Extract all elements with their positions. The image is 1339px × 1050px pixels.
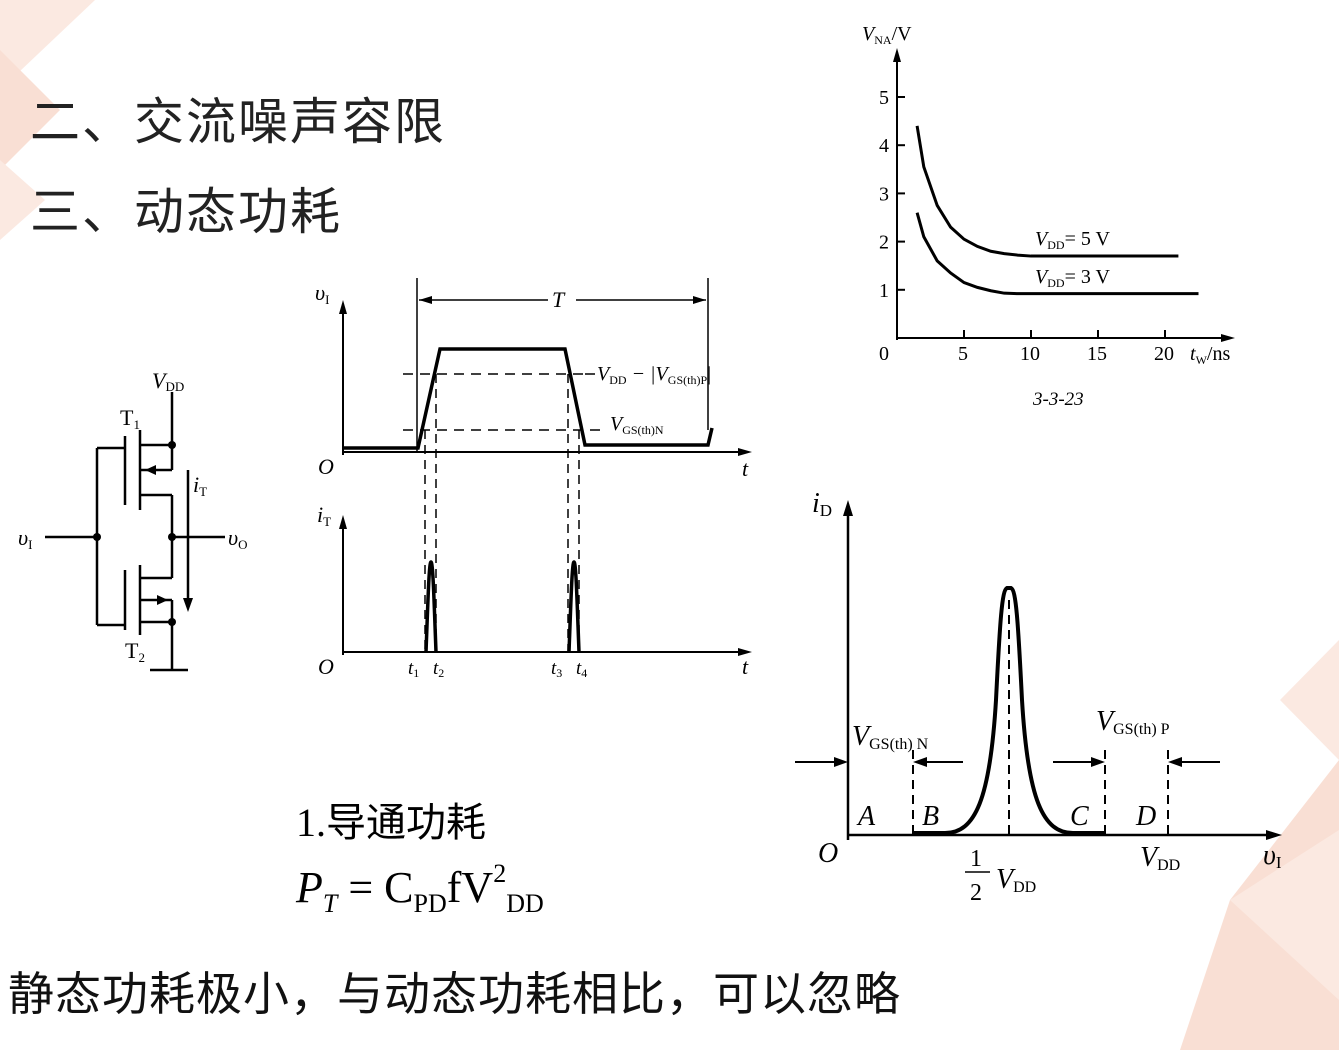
region-a: A (856, 801, 876, 832)
corner-triangle (0, 0, 95, 90)
formula-lhs-sub: T (322, 888, 338, 918)
junction-dot (168, 618, 176, 626)
period-label: T (552, 287, 566, 312)
vna-y-tick-label: 1 (879, 280, 889, 302)
formula-fv: fV (446, 863, 494, 912)
t4-label: t4 (576, 658, 587, 680)
current-pulse-1 (424, 560, 438, 653)
half-numerator: 1 (970, 846, 982, 872)
vi-waveform (343, 347, 714, 450)
id-origin: O (818, 838, 838, 869)
formula-sup: 2 (493, 859, 507, 889)
vna-y-tick-label: 3 (879, 183, 889, 205)
junction-dot (168, 441, 176, 449)
vna-curve-3v-label: VDD= 3 V (1035, 266, 1110, 290)
origin-bottom: O (318, 654, 334, 679)
junction-dot (93, 533, 101, 541)
vna-y-axis-label: VNA/V (862, 23, 912, 47)
vna-y-tick-label: 4 (879, 135, 889, 157)
vna-x-tick-label: 5 (958, 343, 968, 365)
half-vdd-label: VDD (996, 864, 1036, 896)
t1-label: t1 (408, 658, 419, 680)
vgs-th-n-label: VGS(th) N (852, 721, 929, 753)
junction-dot (168, 533, 176, 541)
id-x-axis-label: υI (1263, 840, 1282, 872)
vi-label: υI (18, 525, 32, 552)
level-high-label: VDD − |VGS(th)P| (597, 363, 711, 387)
vna-x-axis-label: tW/ns (1190, 343, 1230, 367)
corner-triangle (1280, 640, 1339, 760)
vna-y-tick-label: 5 (879, 87, 889, 109)
vi-axis-label: υI (315, 280, 329, 307)
t2-label: t2 (433, 658, 444, 680)
vna-curve-5v-label: VDD= 5 V (1035, 228, 1110, 252)
corner-triangle (0, 50, 60, 170)
origin-top: O (318, 454, 334, 479)
vdd-label: VDD (152, 368, 184, 394)
vna-curve-3v (915, 212, 1199, 296)
t1-label: T1 (120, 405, 140, 432)
corner-triangle (0, 160, 45, 240)
heading-ac-noise-margin: 二、交流噪声容限 (30, 93, 446, 151)
t2-label: T2 (125, 638, 145, 665)
vna-x-tick-label: 15 (1087, 343, 1107, 365)
t3-label: t3 (551, 658, 562, 680)
region-c: C (1070, 801, 1089, 832)
id-y-axis-label: iD (812, 488, 832, 520)
vna-origin: 0 (879, 343, 889, 365)
vna-caption: 3-3-23 (1032, 389, 1084, 410)
formula-eq: = C (337, 863, 414, 912)
current-arrowhead (183, 598, 193, 612)
region-d: D (1135, 801, 1156, 832)
it-label: iT (193, 472, 207, 499)
vna-x-tick-label: 20 (1154, 343, 1174, 365)
formula-lhs: P (296, 863, 323, 912)
vo-label: υO (228, 525, 248, 552)
region-b: B (922, 801, 939, 832)
half-denominator: 2 (970, 880, 982, 906)
it-axis-label: iT (317, 502, 331, 529)
formula-tail: DD (506, 888, 544, 918)
id-current-curve (913, 586, 1105, 835)
vna-x-tick-label: 10 (1020, 343, 1040, 365)
formula-c-sub: PD (413, 888, 447, 918)
corner-triangle (1230, 830, 1339, 1000)
t-axis-top: t (742, 456, 749, 481)
level-low-label: VGS(th)N (610, 413, 664, 437)
vna-curve-5v (915, 125, 1179, 258)
vna-y-tick-label: 2 (879, 232, 889, 254)
heading-dynamic-power: 三、动态功耗 (30, 183, 342, 241)
current-pulse-2 (567, 560, 581, 653)
subsection-conduction-power: 1.导通功耗 (296, 800, 486, 845)
p-arrow (145, 465, 156, 475)
static-power-note: 静态功耗极小，与动态功耗相比，可以忽略 (8, 967, 901, 1021)
vdd-label: VDD (1140, 842, 1180, 874)
n-arrow (157, 595, 168, 605)
t-axis-bottom: t (742, 654, 749, 679)
power-formula: PT = CPDfV2DD (296, 859, 544, 919)
vgs-th-p-label: VGS(th) P (1096, 706, 1170, 738)
